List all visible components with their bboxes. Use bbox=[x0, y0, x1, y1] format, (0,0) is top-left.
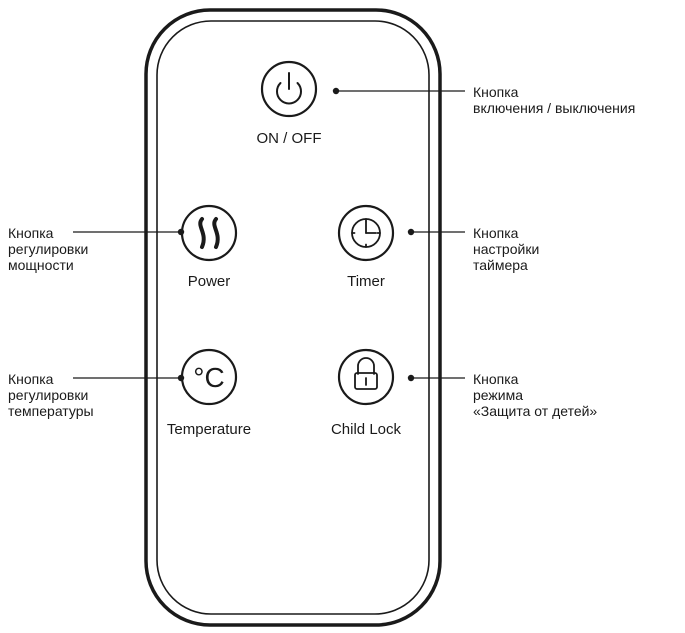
celsius-icon: °C bbox=[193, 362, 224, 393]
callout-timer: Кнопка настройки таймера bbox=[473, 225, 539, 273]
callout-onoff: Кнопка включения / выключения bbox=[473, 84, 635, 116]
callout-line: мощности bbox=[8, 257, 74, 273]
remote-outer-outline bbox=[144, 8, 442, 627]
child-lock-label: Child Lock bbox=[330, 421, 402, 438]
callout-child-lock: Кнопка режима «Защита от детей» bbox=[473, 371, 597, 419]
callout-line: регулировки bbox=[8, 241, 89, 257]
callout-line: настройки bbox=[473, 241, 540, 257]
callout-line: Кнопка bbox=[473, 84, 519, 100]
power-label: Power bbox=[187, 273, 231, 290]
callout-line: Кнопка bbox=[473, 225, 519, 241]
callout-line: таймера bbox=[473, 257, 528, 273]
callout-line: включения / выключения bbox=[473, 100, 636, 116]
callout-leaders bbox=[73, 87, 465, 382]
onoff-button[interactable] bbox=[260, 60, 318, 118]
clock-icon bbox=[351, 218, 381, 248]
child-lock-button[interactable] bbox=[337, 348, 395, 406]
remote-inner-outline bbox=[156, 20, 430, 615]
callout-line: режима bbox=[473, 387, 524, 403]
temperature-button[interactable]: °C bbox=[180, 348, 238, 406]
callout-line: Кнопка bbox=[473, 371, 519, 387]
callout-power-level: Кнопка регулировки мощности bbox=[8, 225, 88, 273]
callout-line: Кнопка bbox=[8, 225, 54, 241]
onoff-label: ON / OFF bbox=[256, 130, 322, 147]
callout-line: Кнопка bbox=[8, 371, 54, 387]
callout-temperature: Кнопка регулировки температуры bbox=[8, 371, 94, 419]
callout-line: температуры bbox=[8, 403, 94, 419]
power-level-button[interactable] bbox=[180, 204, 238, 262]
timer-button[interactable] bbox=[337, 204, 395, 262]
heat-waves-icon bbox=[198, 217, 220, 249]
callout-line: «Защита от детей» bbox=[473, 403, 598, 419]
lock-icon bbox=[354, 357, 378, 390]
power-icon bbox=[276, 72, 302, 105]
timer-label: Timer bbox=[347, 273, 385, 290]
callout-line: регулировки bbox=[8, 387, 89, 403]
temperature-label: Temperature bbox=[166, 421, 252, 438]
